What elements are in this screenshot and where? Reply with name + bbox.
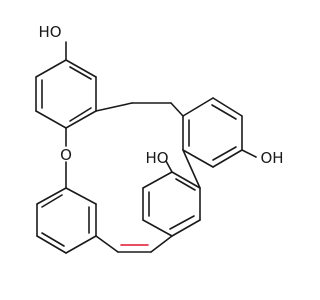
- ethylene-bridge: [95, 102, 184, 117]
- label-oh-top-left: HO: [38, 23, 61, 41]
- bond-d6: [36, 187, 67, 205]
- bond-alkene-1: [150, 235, 173, 253]
- bond-b1: [182, 97, 214, 117]
- label-oh-center: HO: [145, 149, 168, 167]
- bond-c-double-3: [169, 215, 195, 230]
- label-ether-oxygen: O: [60, 146, 72, 164]
- bond-b5: [182, 149, 214, 168]
- bond-c4: [142, 219, 173, 237]
- bond-d3: [65, 235, 97, 254]
- bond-alkene-3: [95, 235, 119, 253]
- bond-d-double-3: [41, 194, 63, 208]
- bond-c-double-1: [175, 178, 196, 191]
- bond-b2: [212, 97, 243, 117]
- ring-d-benzene: [36, 187, 97, 254]
- ring-c-phenol: [142, 149, 201, 237]
- bond-d-double-2: [41, 232, 65, 247]
- bond-a4: [35, 110, 67, 129]
- bond-a1: [65, 59, 97, 78]
- ring-b-phenol: [182, 97, 257, 168]
- bond-a3: [65, 110, 97, 129]
- bond-c-oh: [165, 160, 173, 173]
- bond-a-double-2: [69, 107, 92, 122]
- cis-alkene-bridge: [95, 235, 173, 253]
- bond-b-oh: [241, 149, 257, 158]
- bond-d1: [65, 187, 97, 205]
- bond-bridge-1: [95, 102, 133, 112]
- molecule-structure-diagram: HO OH HO O: [35, 23, 284, 254]
- bond-a-double-1: [69, 66, 92, 80]
- bond-c3: [171, 219, 201, 237]
- bond-b-double-1: [211, 104, 237, 120]
- bond-c6: [142, 171, 173, 189]
- bond-d4: [36, 235, 67, 254]
- bond-c1: [171, 171, 201, 189]
- bond-b-double-2: [212, 146, 237, 161]
- bond-bridge-3: [170, 102, 184, 117]
- label-oh-right: OH: [260, 149, 283, 167]
- bond-biaryl: [182, 149, 201, 189]
- bond-b4: [212, 149, 243, 168]
- bond-a6: [35, 59, 67, 78]
- ring-a-phenol: [35, 41, 97, 129]
